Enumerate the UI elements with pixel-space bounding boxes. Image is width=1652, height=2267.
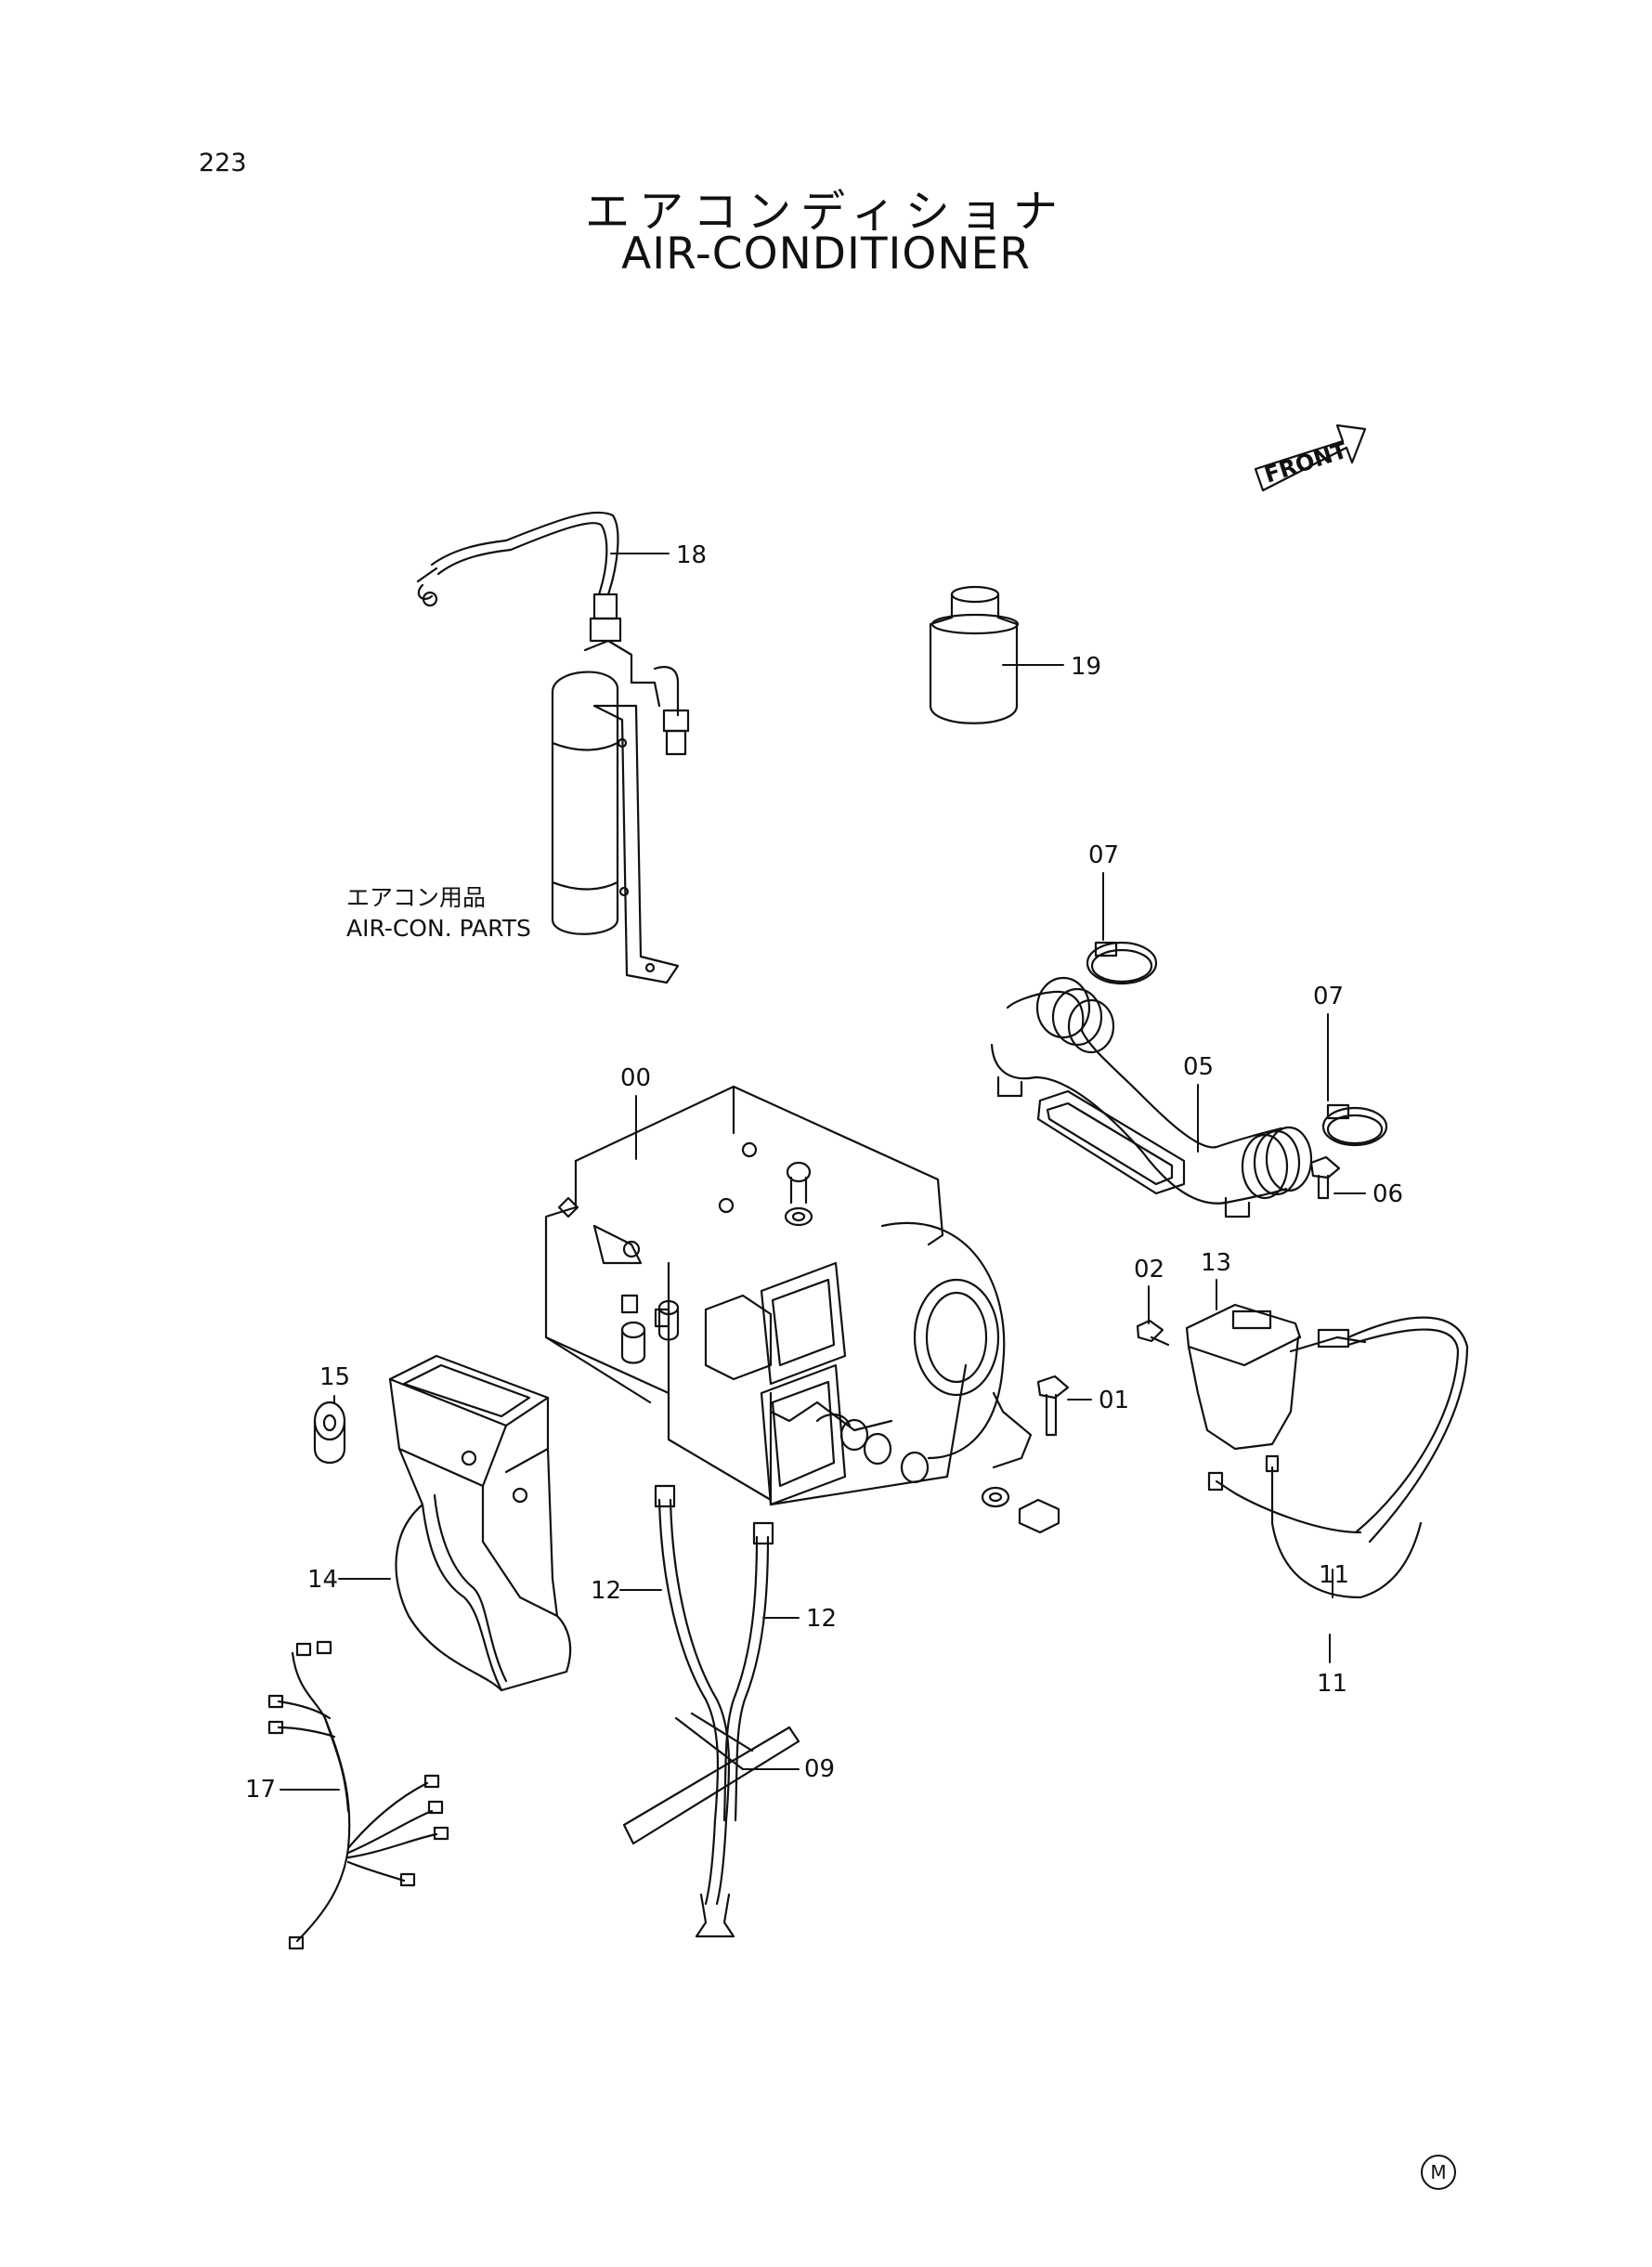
receiver-dryer-drawing: [551, 639, 690, 984]
bolt-drawing: [981, 1155, 1341, 1534]
page-number: 223: [199, 149, 247, 177]
callout-11-upper: 11: [1319, 1561, 1350, 1589]
callout-07-right: 07: [1313, 983, 1345, 1010]
callout-02: 02: [1134, 1256, 1165, 1283]
callout-00: 00: [620, 1064, 652, 1092]
pressure-switch-drawing: [416, 511, 622, 643]
drain-hose-drawing: [622, 1484, 800, 1938]
cylinder-cover-drawing: [929, 585, 1020, 724]
control-switch-drawing: [1185, 1303, 1469, 1599]
air-conditioner-unit-drawing: [544, 1085, 1033, 1506]
front-label: FRONT: [1261, 437, 1350, 489]
callout-05: 05: [1183, 1053, 1215, 1081]
wire-harness-drawing: [267, 1640, 449, 1950]
callout-19: 19: [1071, 653, 1102, 681]
duct-drawing: [990, 976, 1313, 1218]
title-english: AIR-CONDITIONER: [621, 228, 1031, 280]
title-japanese: エアコンディショナ: [585, 186, 1067, 238]
callout-17: 17: [245, 1776, 277, 1804]
callout-12-right: 12: [806, 1605, 838, 1633]
leader-lines: [280, 553, 1366, 1791]
callout-15: 15: [319, 1363, 351, 1391]
air-duct-drawing: [388, 1354, 572, 1692]
callout-09: 09: [804, 1755, 836, 1783]
front-arrow-icon: FRONT: [1254, 423, 1367, 492]
callout-12-left: 12: [591, 1577, 622, 1605]
callout-01: 01: [1099, 1387, 1130, 1414]
m-mark-icon: M: [1421, 2155, 1456, 2190]
callout-07-upper: 07: [1088, 841, 1120, 869]
damper-drawing: [313, 1401, 346, 1464]
note-japanese: エアコン用品: [346, 884, 487, 911]
note-english: AIR-CON. PARTS: [346, 915, 531, 942]
callout-06: 06: [1372, 1180, 1404, 1208]
callout-13: 13: [1201, 1249, 1232, 1277]
callout-18: 18: [676, 541, 708, 569]
callout-14: 14: [307, 1566, 339, 1594]
callout-11-lower: 11: [1317, 1670, 1348, 1698]
hose-clamp-drawing: [1086, 941, 1388, 1147]
